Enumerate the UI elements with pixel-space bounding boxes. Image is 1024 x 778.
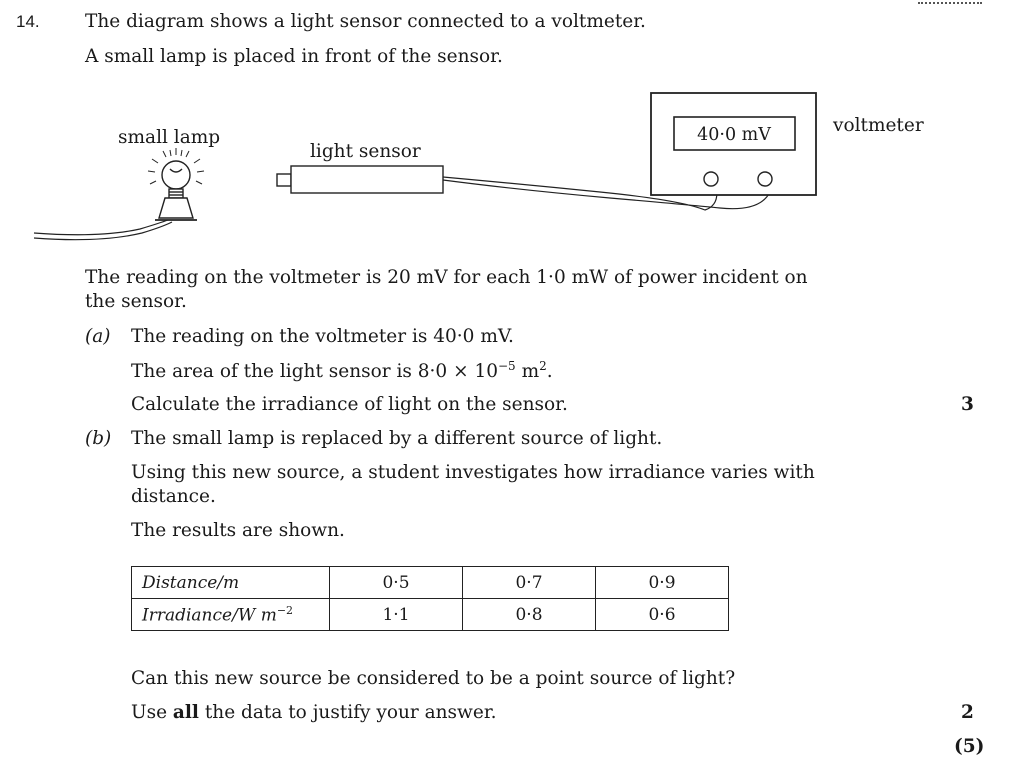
irradiance-header: Irradiance/W m−2: [131, 598, 330, 631]
reading-line-2: the sensor.: [85, 291, 187, 312]
table-row: Distance/m 0·5 0·7 0·9: [131, 566, 729, 599]
part-b-marks: 2: [961, 702, 974, 723]
part-a-line-3: Calculate the irradiance of light on the…: [131, 394, 568, 415]
part-b-instruction: Use all the data to justify your answer.: [131, 702, 497, 723]
lamp-label: small lamp: [118, 127, 220, 148]
part-a-line-2: The area of the light sensor is 8·0 × 10…: [131, 359, 553, 383]
table-row: Irradiance/W m−2 1·1 0·8 0·6: [131, 598, 729, 631]
intro-line-2: A small lamp is placed in front of the s…: [85, 46, 503, 67]
sensor-label: light sensor: [310, 141, 421, 162]
circuit-diagram: small lamp light sensor voltmeter: [33, 92, 924, 241]
page-corner-mark: [918, 2, 982, 4]
table-cell: 0·9: [595, 566, 729, 599]
table-cell: 1·1: [329, 598, 463, 631]
voltmeter-icon: [650, 92, 817, 196]
part-b-label: (b): [85, 428, 112, 449]
part-b-line-2b: distance.: [131, 486, 216, 507]
lamp-cable: [33, 219, 169, 236]
intro-line-1: The diagram shows a light sensor connect…: [85, 11, 646, 32]
table-cell: 0·7: [462, 566, 596, 599]
results-table: Distance/m 0·5 0·7 0·9 Irradiance/W m−2 …: [131, 566, 729, 631]
part-a-marks: 3: [961, 394, 974, 415]
part-b-question: Can this new source be considered to be …: [131, 668, 736, 689]
distance-header: Distance/m: [131, 566, 330, 599]
total-marks: (5): [954, 736, 985, 757]
lamp-icon: [147, 148, 205, 221]
reading-line-1: The reading on the voltmeter is 20 mV fo…: [85, 267, 808, 288]
part-b-line-1: The small lamp is replaced by a differen…: [131, 428, 663, 449]
part-a-line-1: The reading on the voltmeter is 40·0 mV.: [131, 326, 514, 347]
table-cell: 0·6: [595, 598, 729, 631]
table-cell: 0·8: [462, 598, 596, 631]
part-a-label: (a): [85, 326, 111, 347]
part-b-line-2a: Using this new source, a student investi…: [131, 462, 815, 483]
voltmeter-label: voltmeter: [832, 115, 924, 136]
voltmeter-display: 40·0 mV: [697, 125, 771, 145]
part-b-line-3: The results are shown.: [131, 520, 345, 541]
table-cell: 0·5: [329, 566, 463, 599]
light-sensor-icon: [276, 165, 444, 194]
question-number: 14.: [16, 12, 40, 31]
